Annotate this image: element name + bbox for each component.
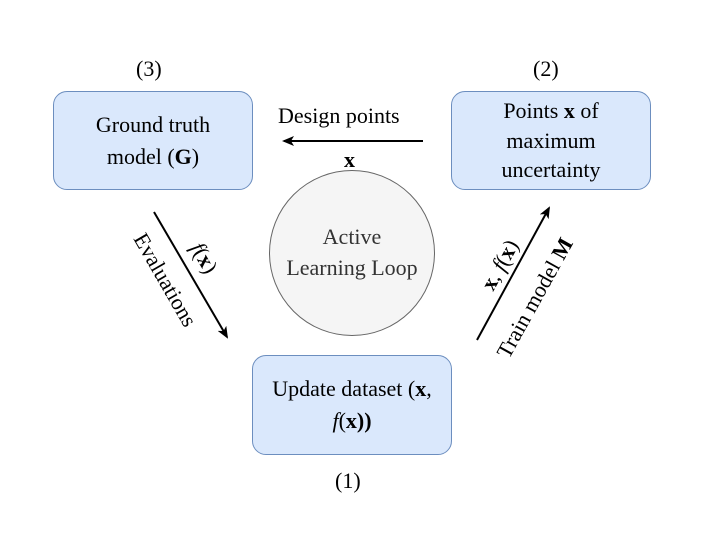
update-line2: f(x))	[332, 408, 372, 433]
active-learning-loop-circle: Active Learning Loop	[269, 170, 435, 336]
uncertainty-line3: uncertainty	[501, 157, 601, 183]
step-number-3: (3)	[136, 56, 162, 81]
ground-truth-model-box: Ground truth model (G)	[53, 91, 253, 190]
ground-truth-line1: Ground truth	[95, 111, 211, 137]
design-points-x-label: x	[344, 147, 355, 172]
center-line1: Active	[322, 224, 382, 250]
uncertainty-line1: Points x of	[503, 97, 599, 123]
design-points-label: Design points	[278, 103, 400, 128]
uncertainty-line2: maximum	[506, 127, 596, 153]
step-number-2: (2)	[533, 56, 559, 81]
update-dataset-box: Update dataset (x, f(x))	[252, 355, 452, 455]
center-line2: Learning Loop	[286, 255, 418, 280]
ground-truth-line2: model (G)	[106, 143, 200, 169]
step-number-1: (1)	[335, 468, 361, 493]
train-model-arrow	[476, 206, 550, 341]
update-line1: Update dataset (x,	[272, 376, 432, 402]
evaluations-arrow	[153, 211, 229, 339]
max-uncertainty-box: Points x of maximum uncertainty	[451, 91, 651, 190]
